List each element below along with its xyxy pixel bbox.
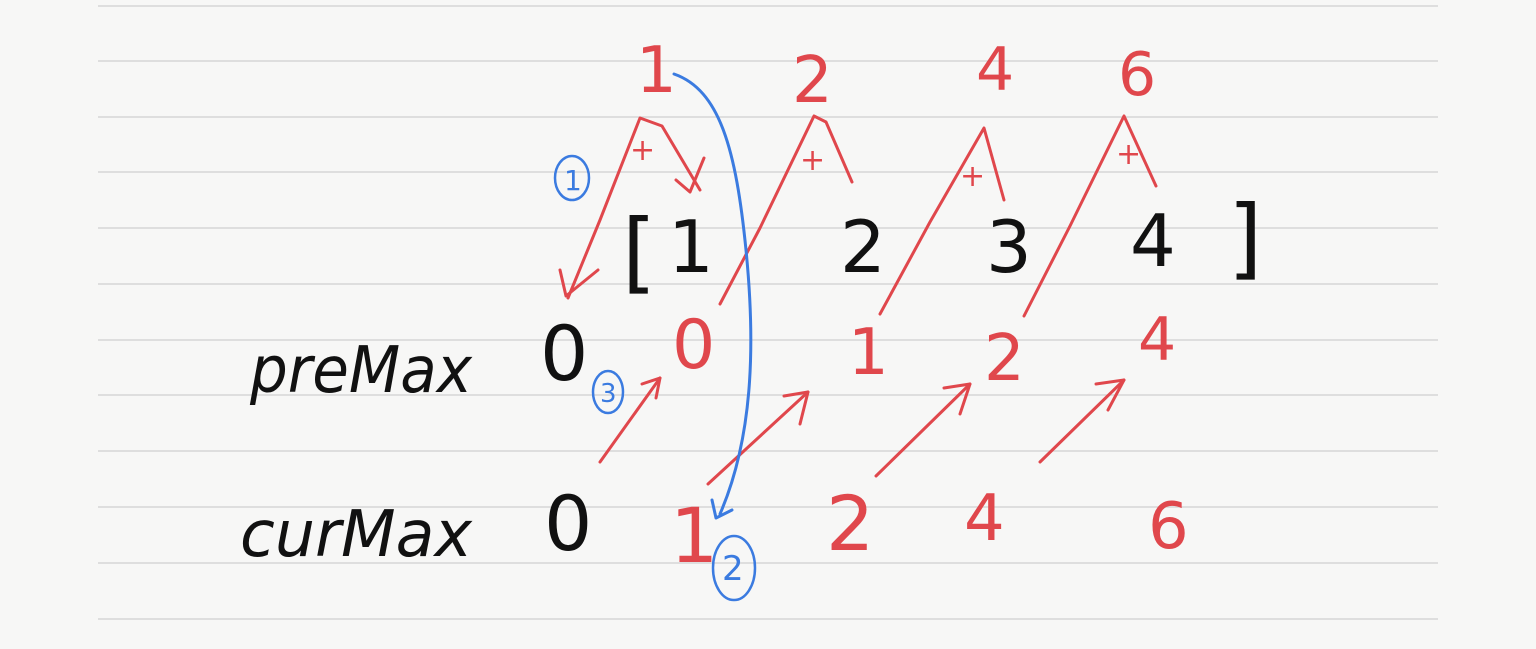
step-marker-2-circle — [711, 534, 757, 602]
array-value-4: 4 — [1130, 199, 1176, 283]
array-value-2: 2 — [840, 205, 886, 289]
shift-arrows — [598, 376, 1126, 486]
peak-1-arrowhead-left — [558, 268, 600, 298]
curmax-value-2: 2 — [826, 479, 874, 568]
step-markers — [553, 154, 757, 602]
plus-sign-4: + — [1116, 137, 1141, 172]
step-marker-1: 1 — [564, 164, 582, 197]
shift-arrow-4 — [1038, 378, 1126, 464]
premax-value-2: 1 — [848, 316, 889, 390]
plus-sign-3: + — [960, 159, 985, 194]
top-sum-4: 6 — [1118, 40, 1156, 110]
array-value-1: 1 — [668, 205, 714, 289]
step-marker-1-circle — [553, 154, 591, 202]
shift-arrow-2 — [706, 390, 810, 486]
peak-3 — [878, 126, 1006, 316]
carry-arrow — [672, 72, 753, 520]
peak-1 — [566, 116, 702, 300]
peak-1-arrowhead-right — [674, 156, 706, 194]
top-sum-1: 1 — [636, 34, 677, 108]
premax-label: preMax — [249, 334, 473, 408]
ruled-lines — [98, 5, 1438, 620]
plus-peaks — [558, 114, 1158, 318]
array-close-bracket: ] — [1228, 186, 1262, 289]
plus-sign-1: + — [630, 133, 655, 168]
step-marker-2: 2 — [722, 549, 744, 589]
array-open-bracket: [ — [622, 200, 656, 303]
premax-value-4: 4 — [1138, 305, 1176, 375]
step-marker-3: 3 — [600, 379, 617, 409]
peak-4 — [1022, 114, 1158, 318]
curmax-label: curMax — [240, 498, 473, 572]
step-marker-3-circle — [591, 369, 625, 415]
top-sum-3: 4 — [976, 35, 1014, 105]
shift-arrow-3 — [874, 382, 972, 478]
premax-value-3: 2 — [984, 322, 1025, 396]
premax-value-1: 0 — [672, 306, 715, 385]
curmax-value-4: 6 — [1148, 490, 1189, 564]
curmax-initial: 0 — [544, 479, 592, 568]
top-sum-2: 2 — [792, 44, 833, 118]
curmax-value-3: 4 — [964, 482, 1005, 556]
shift-arrow-1 — [598, 376, 662, 464]
plus-sign-2: + — [800, 143, 825, 178]
curmax-value-1: 1 — [670, 491, 718, 580]
premax-initial: 0 — [540, 309, 588, 398]
array-value-3: 3 — [986, 205, 1032, 289]
